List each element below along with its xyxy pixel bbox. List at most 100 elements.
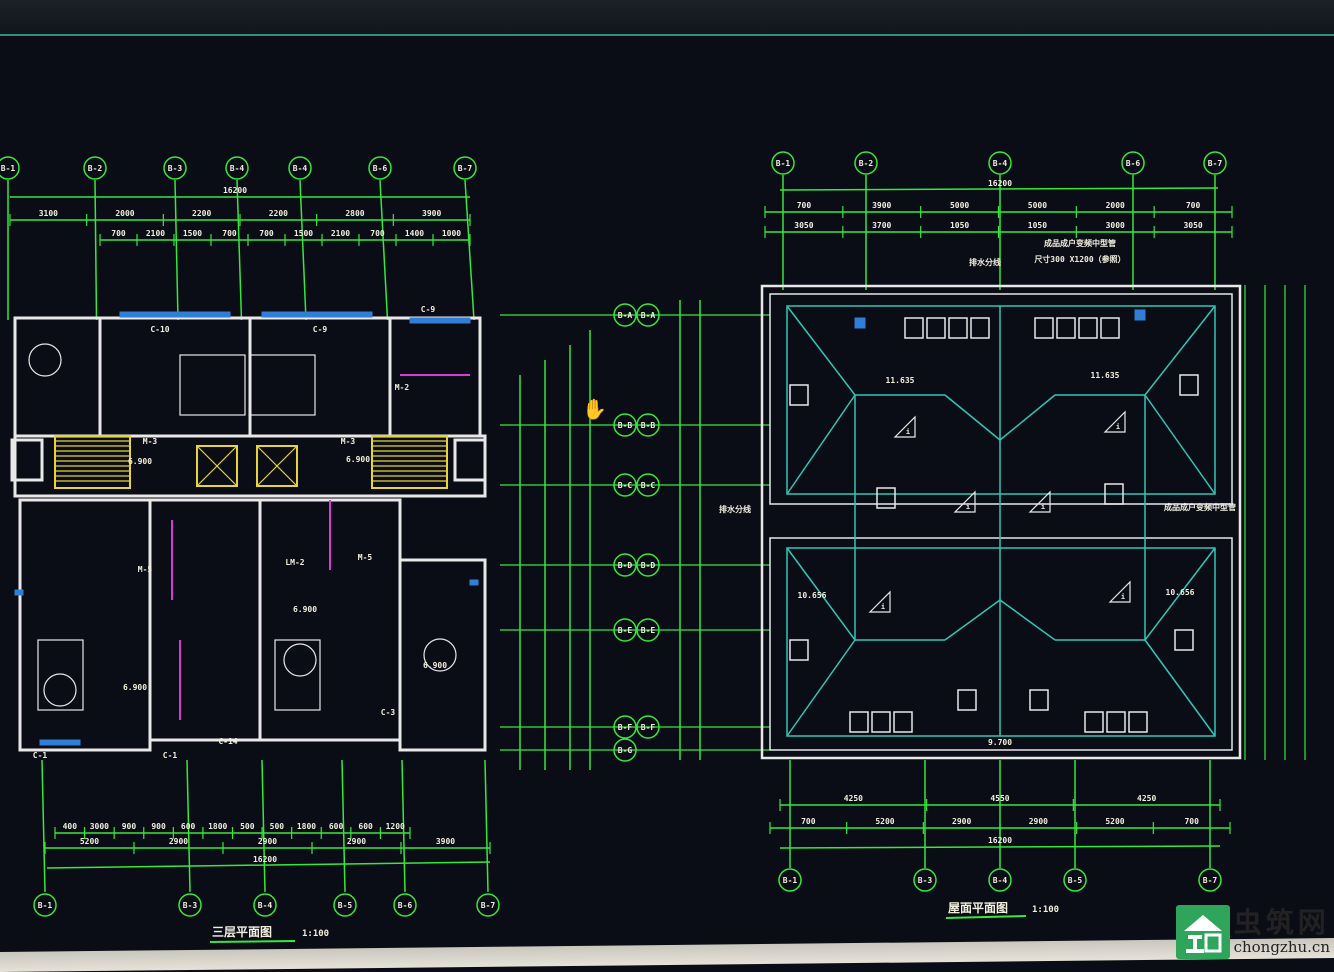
slope-triangle-icon <box>1103 410 1126 433</box>
bed-icon <box>274 639 321 711</box>
floor-top-dim-2-value: 2100 <box>331 229 350 238</box>
floor-top-axis-bubble: B-6 <box>373 164 388 173</box>
room-label: M-5 <box>138 565 153 574</box>
umbrella-table-icon <box>423 638 457 672</box>
floor-top-axis-bubble-circle <box>453 156 477 180</box>
floor-bottom-axis-bubble: B-4 <box>258 901 273 910</box>
section-axis-bubble-circle <box>636 715 660 739</box>
roof-top-dim-2-value: 3700 <box>872 221 891 230</box>
floor-axis-line <box>464 179 475 321</box>
slope-label: i <box>881 603 885 611</box>
floor-bottom-axis-bubble: B-3 <box>183 901 198 910</box>
slope-triangle-icon <box>953 490 976 513</box>
section-axis-bubble: B-A <box>641 311 656 320</box>
slope-label: i <box>1116 423 1120 431</box>
section-axis-bubble: B-E <box>641 626 656 635</box>
skylight-window <box>926 317 946 339</box>
bed-icon <box>43 673 77 707</box>
shaft-cross <box>196 445 238 487</box>
roof-bottom-axis-bubble-circle <box>1063 868 1087 892</box>
room-label: C-1 <box>33 751 48 760</box>
floor-top-dim-2-value: 2100 <box>146 229 165 238</box>
roof-top-dim-2-value: 1050 <box>950 221 969 230</box>
roof-top-axis-bubble-circle <box>988 151 1012 175</box>
roof-bottom-dim-2-value: 700 <box>1184 817 1199 826</box>
floor-plan-scale: 1:100 <box>302 929 329 939</box>
floor-top-dim-1-value: 2000 <box>115 209 134 218</box>
watermark: 虫筑网 chongzhu.cn <box>1175 905 1330 959</box>
floor-axis-line <box>186 759 191 893</box>
floor-top-dim-1-value: 3100 <box>39 209 58 218</box>
floor-bottom-dim-1-value: 1800 <box>297 822 316 831</box>
room-label: M-3 <box>341 437 356 446</box>
floor-top-dim-2-value: 1400 <box>405 229 424 238</box>
roof-top-axis-bubble: B-2 <box>859 159 874 168</box>
roof-gutter-lower <box>786 547 1216 737</box>
section-axis-bubble-circle <box>613 553 637 577</box>
roof-top-axis-bubble: B-1 <box>776 159 791 168</box>
floor-bottom-axis-bubble-circle <box>393 893 417 917</box>
roof-bottom-dim-2-value: 2900 <box>1029 817 1048 826</box>
floor-bottom-dim-1-value: 1200 <box>386 822 405 831</box>
floor-top-dim-1-value: 2200 <box>269 209 288 218</box>
floor-plan-title-underline <box>209 940 296 943</box>
roof-top-dim-2-value: 1050 <box>1028 221 1047 230</box>
roof-bottom-dim-1-value: 4250 <box>844 794 863 803</box>
floor-bottom-dim-1-value: 1800 <box>208 822 227 831</box>
section-axis-bubble: B-A <box>618 311 633 320</box>
floor-bottom-dim-1-value: 500 <box>270 822 285 831</box>
floor-bottom-axis-bubble-circle <box>476 893 500 917</box>
skylight-window <box>1034 317 1054 339</box>
roof-top-dim-2-value: 3050 <box>794 221 813 230</box>
room-label: M-2 <box>395 383 410 392</box>
floor-bottom-dim-2-value: 2900 <box>347 837 366 846</box>
section-axis-bubble: B-B <box>641 421 656 430</box>
section-axis-bubble-circle <box>613 303 637 327</box>
slope-triangle-icon <box>1108 580 1131 603</box>
skylight-window <box>876 487 896 509</box>
roof-hip-ridge-line <box>1144 547 1216 641</box>
section-axis-bubble: B-F <box>618 723 633 732</box>
floor-bottom-axis-bubble-circle <box>253 893 277 917</box>
section-axis-bubble-circle <box>613 618 637 642</box>
wall-outline <box>13 316 482 438</box>
roof-hip-ridge-line <box>944 599 1001 641</box>
balcony-wall <box>10 438 44 482</box>
section-axis-bubble-circle <box>613 413 637 437</box>
room-label: M-3 <box>143 437 158 446</box>
roof-plan-scale: 1:100 <box>1032 905 1059 915</box>
floor-bottom-axis-bubble-circle <box>333 893 357 917</box>
slope-triangle-icon <box>893 415 916 438</box>
stair <box>371 435 448 489</box>
skylight-window <box>1106 711 1126 733</box>
floor-top-axis-bubble: B-4 <box>230 164 245 173</box>
section-axis-bubble-circle <box>636 413 660 437</box>
section-axis-bubble: B-G <box>618 746 633 755</box>
watermark-name: 虫筑网 <box>1233 906 1330 939</box>
floor-axis-line <box>484 759 489 893</box>
floor-top-dim-2-value: 1500 <box>294 229 313 238</box>
section-axis-bubble: B-C <box>641 481 656 490</box>
roof-hip-ridge-line <box>999 394 1056 441</box>
floor-bottom-axis-bubble: B-6 <box>398 901 413 910</box>
roof-hip-ridge-line <box>786 394 856 495</box>
skylight-window <box>970 317 990 339</box>
roof-elevation-mark: 11.635 <box>1091 371 1120 380</box>
room-label: LM-2 <box>285 558 304 567</box>
floor-bottom-dim-1-value: 600 <box>181 822 196 831</box>
balcony-wall <box>453 438 487 482</box>
roof-top-dim-1-value: 5000 <box>950 201 969 210</box>
skylight-window <box>871 711 891 733</box>
skylight-window <box>904 317 924 339</box>
roof-note: 尺寸300 X1200（参照） <box>1034 254 1125 264</box>
skylight-window <box>1078 317 1098 339</box>
roof-bottom-axis-bubble-circle <box>988 868 1012 892</box>
room-label: C-9 <box>313 325 328 334</box>
floor-bottom-axis-bubble: B-7 <box>481 901 496 910</box>
floor-top-dim-1-value: 2200 <box>192 209 211 218</box>
section-axis-bubble: B-D <box>641 561 656 570</box>
floor-top-axis-bubble: B-4 <box>293 164 308 173</box>
floor-axis-line <box>261 759 266 893</box>
